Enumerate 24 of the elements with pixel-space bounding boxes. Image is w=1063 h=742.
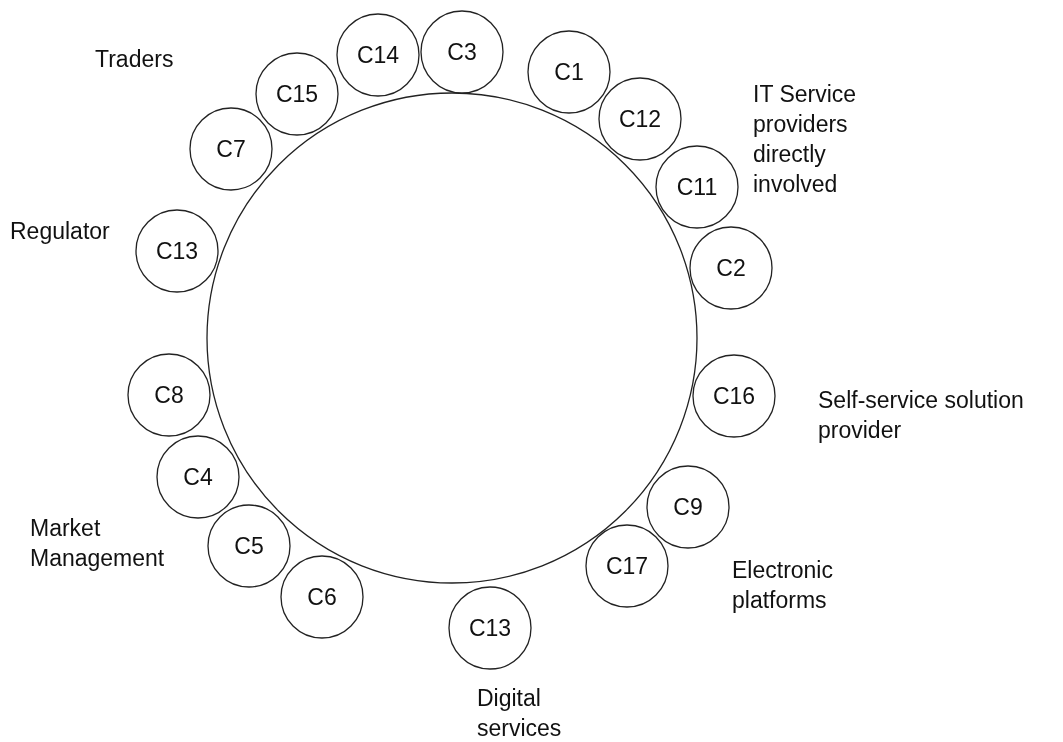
node-label: C15: [275, 80, 319, 108]
node-label: C16: [712, 382, 756, 410]
group-label: Traders: [95, 45, 174, 74]
node-label: C5: [234, 532, 264, 560]
group-label: IT Service providers directly involved: [753, 80, 858, 199]
node-label: C1: [554, 58, 584, 86]
node-label: C3: [447, 38, 477, 66]
node-label: C8: [154, 381, 184, 409]
group-label: Electronic platforms: [732, 556, 834, 615]
node-label: C12: [618, 105, 662, 133]
node-label: C11: [676, 173, 718, 201]
node-label: C14: [356, 41, 400, 69]
node-label: C17: [605, 552, 649, 580]
node-label: C9: [673, 493, 703, 521]
node-label: C4: [183, 463, 213, 491]
group-label: Self-service solution provider: [818, 386, 1025, 445]
node-label: C13: [155, 237, 199, 265]
group-label: Market Management: [30, 514, 166, 573]
node-label: C6: [307, 583, 337, 611]
node-label: C7: [216, 135, 246, 163]
node-label: C13: [468, 614, 512, 642]
group-label: Regulator: [10, 217, 110, 246]
node-label: C2: [716, 254, 746, 282]
group-label: Digital services: [477, 684, 563, 742]
